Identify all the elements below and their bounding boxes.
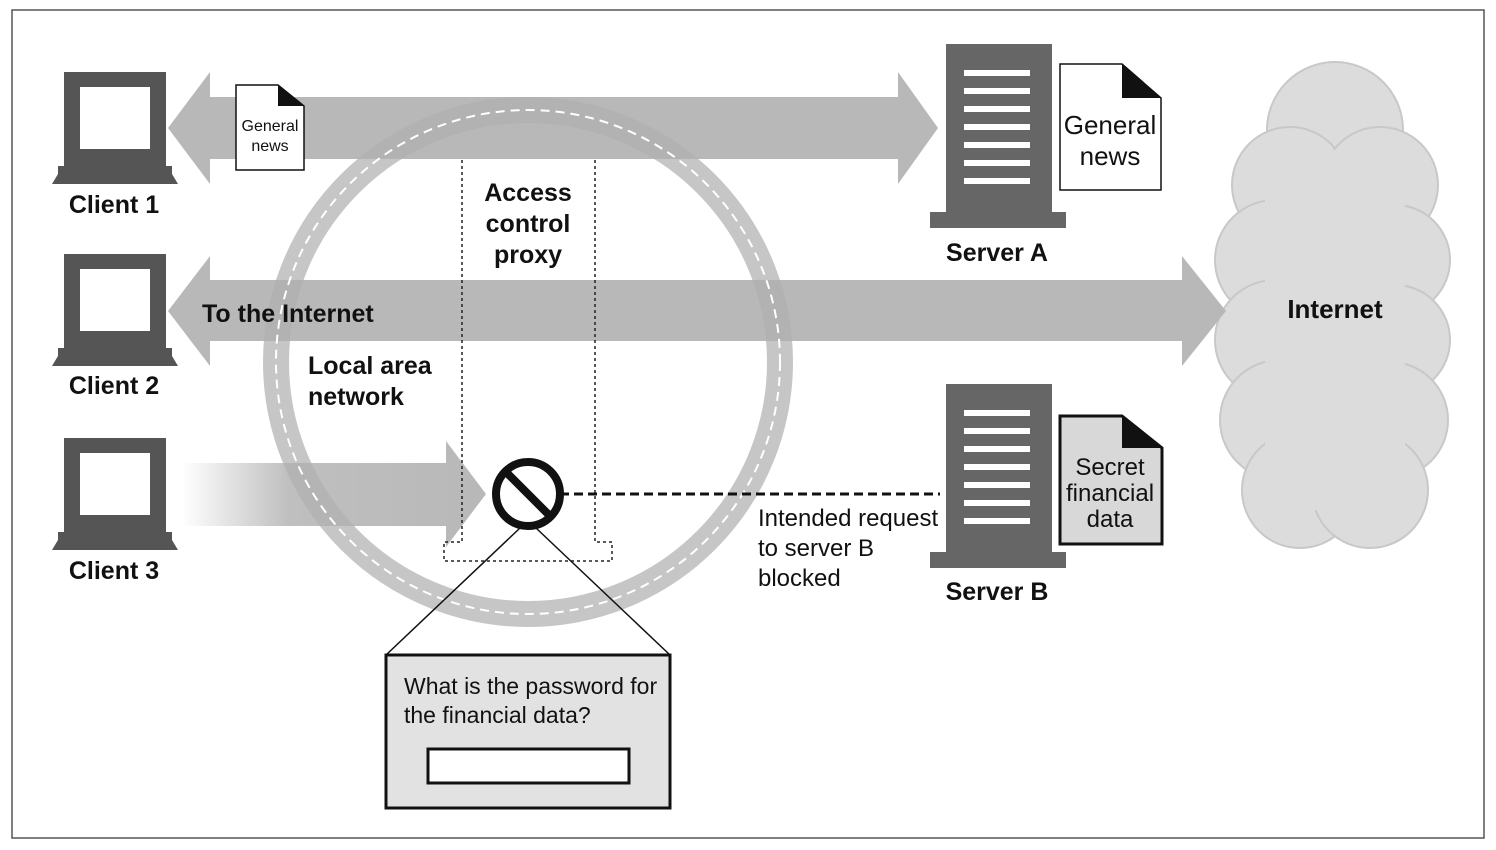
client-2 (52, 254, 178, 366)
server-a-doc-line-1: General (1064, 110, 1157, 140)
password-input[interactable] (426, 747, 631, 785)
client-doc-line-1: General (242, 118, 299, 135)
arrow-client1-servera (168, 72, 938, 184)
proxy-label-line-2: control (486, 210, 571, 238)
lan-label-line-2: network (308, 383, 404, 411)
computer-icon (52, 438, 178, 550)
server-b-label: Server B (946, 578, 1049, 606)
lan-ring-dashed (275, 109, 781, 615)
to-internet-label: To the Internet (202, 300, 374, 328)
callout-line-right (535, 527, 671, 656)
computer-icon (52, 254, 178, 366)
proxy-label-line-3: proxy (494, 241, 562, 269)
blocked-icon (492, 458, 564, 530)
internet-cloud (1214, 61, 1451, 549)
client-3 (52, 438, 178, 550)
client-doc-line-2: news (251, 138, 288, 155)
server-icon (930, 44, 1066, 228)
client-3-label: Client 3 (69, 557, 159, 585)
blocked-label-line-3: blocked (758, 565, 841, 592)
callout-line-left (385, 527, 521, 656)
prompt-line-1: What is the password for (404, 673, 657, 699)
arrow-to-internet (168, 256, 1226, 366)
server-b-doc-line-1: Secret (1075, 454, 1145, 481)
prompt-line-2: the financial data? (404, 702, 591, 728)
server-b-doc-line-3: data (1087, 506, 1134, 533)
client-2-label: Client 2 (69, 372, 159, 400)
client-1-label: Client 1 (69, 191, 159, 219)
server-a (930, 44, 1162, 228)
server-b (930, 384, 1164, 568)
lan-label-line-1: Local area (308, 352, 433, 380)
server-a-document-icon (1059, 63, 1162, 191)
proxy-label-line-1: Access (484, 179, 572, 207)
blocked-label-line-2: to server B (758, 535, 874, 562)
internet-label: Internet (1287, 294, 1383, 324)
proxy-outline (443, 160, 613, 562)
computer-icon (52, 72, 178, 184)
server-a-doc-line-2: news (1080, 141, 1141, 171)
server-a-label: Server A (946, 239, 1048, 267)
server-icon (930, 384, 1066, 568)
client-1 (52, 72, 178, 184)
arrow-client3-request (182, 441, 486, 547)
blocked-label-line-1: Intended request (758, 505, 938, 532)
server-b-doc-line-2: financial (1066, 480, 1154, 507)
server-b-document-icon (1058, 414, 1164, 546)
client-document-icon (235, 84, 305, 171)
